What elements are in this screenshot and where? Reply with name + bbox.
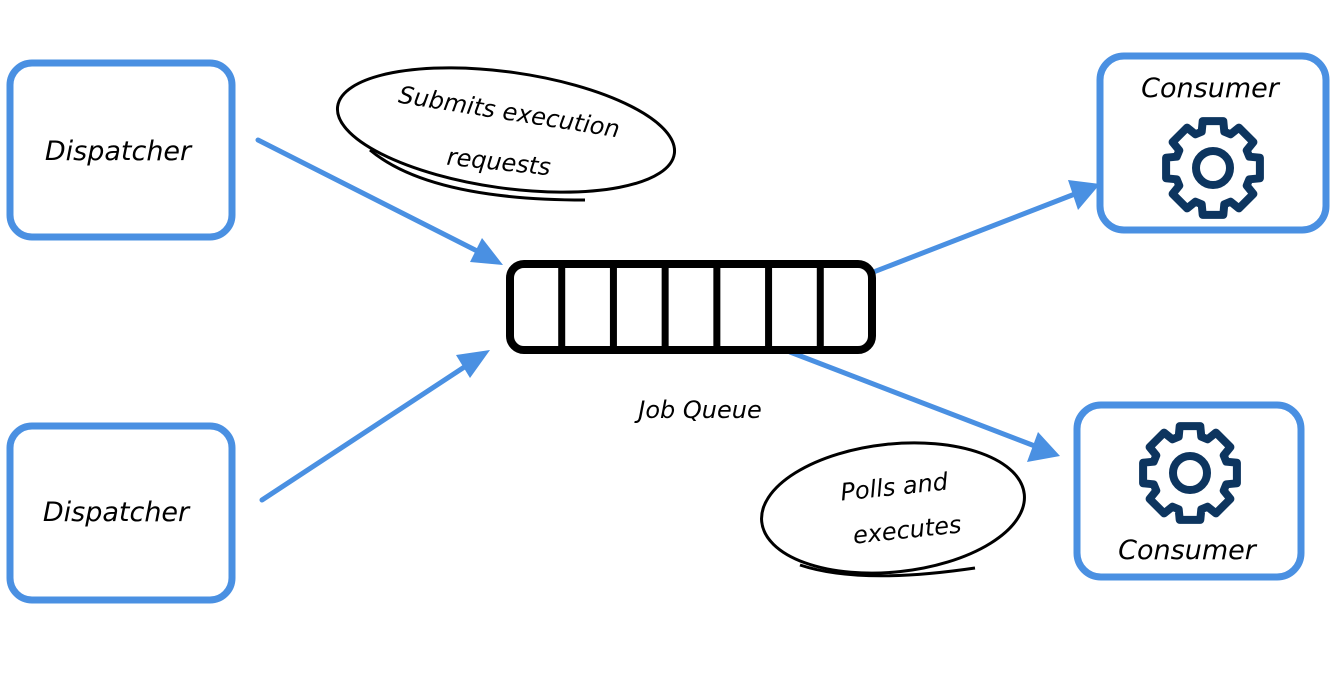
- edge-queue-to-consumer-top: [837, 180, 1100, 288]
- gear-icon: [1139, 422, 1241, 524]
- dispatcher-node-bottom: Dispatcher: [6, 422, 236, 604]
- gear-hub: [1169, 452, 1211, 494]
- edge-dispatcher-bottom-to-queue: [259, 350, 490, 503]
- consumer-node-top: Consumer: [1096, 52, 1330, 234]
- annotation-poll: Polls and executes: [760, 441, 1026, 578]
- edge-dispatcher-top-to-queue: [255, 137, 503, 265]
- gear-hub: [1192, 147, 1234, 189]
- job-queue: Job Queue: [506, 260, 876, 424]
- consumer-node-bottom: Consumer: [1073, 401, 1305, 581]
- consumer-label: Consumer: [1141, 73, 1281, 104]
- dispatcher-node-top: Dispatcher: [6, 59, 236, 241]
- annotation-submit: Submits execution requests: [335, 66, 677, 202]
- consumer-label: Consumer: [1118, 535, 1258, 566]
- dispatcher-label: Dispatcher: [45, 136, 193, 167]
- gear-icon: [1162, 117, 1264, 219]
- dispatcher-label: Dispatcher: [43, 497, 191, 528]
- job-queue-label: Job Queue: [634, 396, 761, 424]
- queue-slot-dividers: [558, 268, 824, 346]
- edge-queue-to-consumer-bottom: [787, 349, 1060, 462]
